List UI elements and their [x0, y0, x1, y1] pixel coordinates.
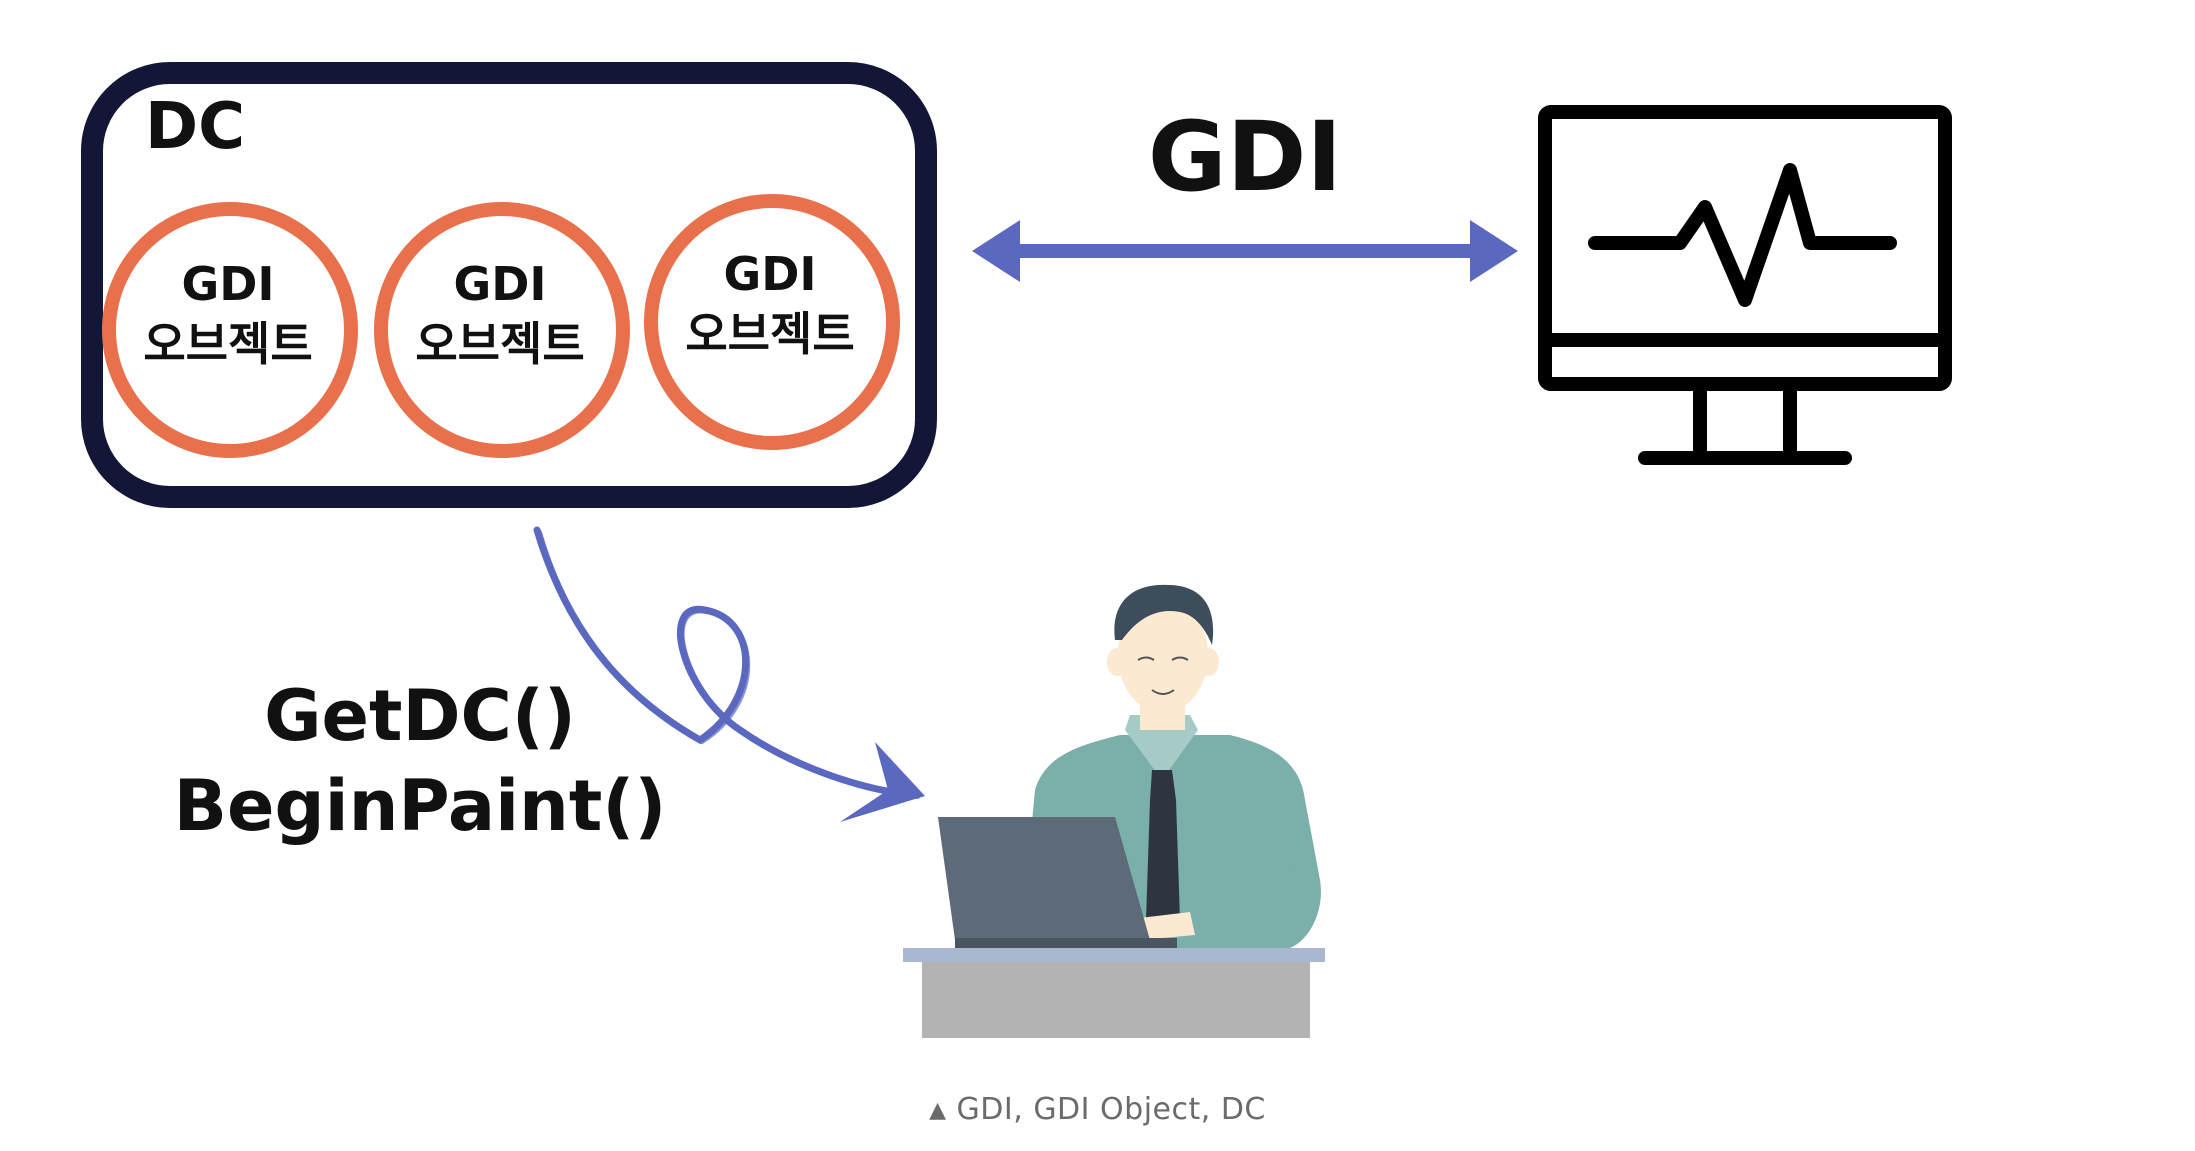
ear-left — [1107, 648, 1127, 676]
arm-right — [1170, 850, 1296, 935]
function-beginpaint: BeginPaint() — [174, 765, 667, 847]
gdi-object-2-line2: 오브젝트 — [415, 317, 584, 371]
gdi-object-2: GDI 오브젝트 — [374, 202, 630, 458]
hair — [1114, 584, 1214, 645]
double-arrow-icon — [972, 220, 1518, 282]
gdi-object-2-line1: GDI — [453, 257, 546, 311]
tie — [1146, 770, 1180, 935]
gdi-object-3: GDI 오브젝트 — [644, 194, 900, 450]
laptop-screen — [938, 817, 1150, 940]
desk-top — [903, 948, 1325, 962]
curved-arrow-icon — [533, 526, 925, 822]
collar — [1125, 715, 1198, 780]
gdi-object-1: GDI 오브젝트 — [102, 202, 358, 458]
gdi-object-3-line2: 오브젝트 — [685, 307, 854, 361]
desk — [922, 960, 1310, 1038]
face — [1118, 597, 1208, 713]
hand — [1140, 912, 1195, 940]
dc-label: DC — [145, 90, 245, 164]
function-getdc: GetDC() — [264, 675, 576, 757]
laptop-base — [955, 938, 1177, 948]
ear-right — [1199, 648, 1219, 676]
person-at-laptop-illustration — [903, 584, 1325, 1038]
gdi-label: GDI — [1148, 101, 1342, 213]
caption-text: GDI, GDI Object, DC — [956, 1092, 1266, 1127]
caption-triangle-icon: ▲ — [929, 1098, 947, 1123]
gdi-object-3-line1: GDI — [723, 247, 816, 301]
gdi-object-1-line1: GDI — [181, 257, 274, 311]
gdi-object-1-line2: 오브젝트 — [143, 317, 312, 371]
figure-caption: ▲ GDI, GDI Object, DC — [0, 1092, 2195, 1127]
monitor-heartbeat-icon — [1538, 105, 1952, 465]
